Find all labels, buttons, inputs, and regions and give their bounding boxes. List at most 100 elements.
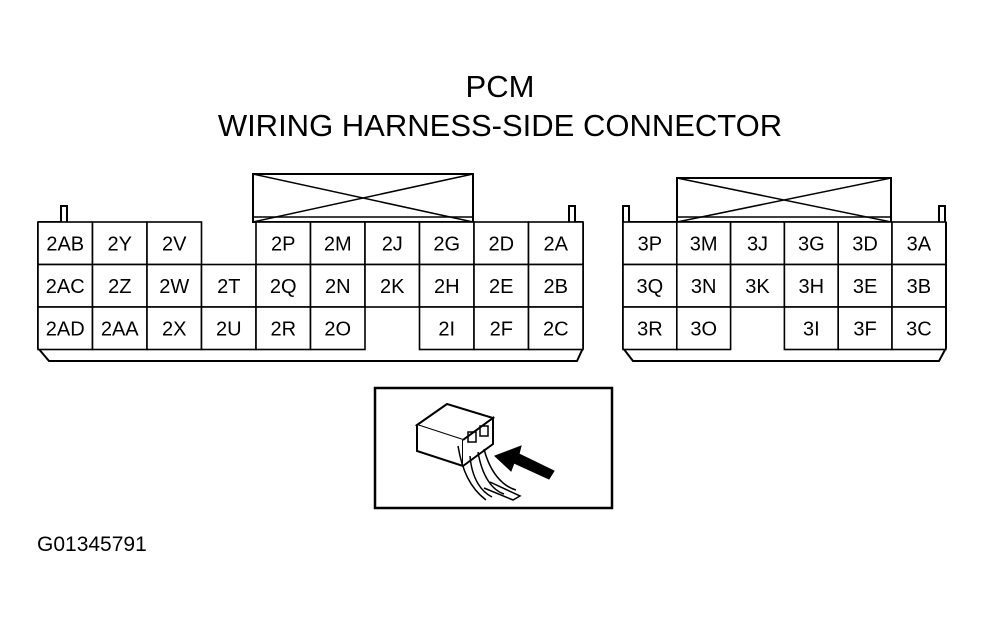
figure-id: G01345791 — [37, 533, 147, 556]
pin-cell — [37, 306, 94, 351]
pin-label: 2T — [217, 276, 240, 298]
diagram-subtitle: WIRING HARNESS-SIDE CONNECTOR — [217, 108, 783, 143]
pin-label: 3B — [907, 276, 931, 298]
connector-2-pin-2ac: 2AC — [37, 263, 94, 308]
pin-cell — [675, 221, 732, 266]
pin-label: 3K — [745, 276, 770, 298]
pin-label: 2A — [544, 233, 569, 255]
pin-cell — [783, 263, 840, 308]
pin-cell — [364, 221, 421, 266]
pin-label: 2U — [216, 318, 242, 340]
connector-2-pin-2v: 2V — [146, 221, 203, 266]
connector-3-left-tab — [622, 205, 677, 223]
connector-probe-icon — [373, 386, 614, 510]
connector-2-pin-2z: 2Z — [91, 263, 148, 308]
pin-label: 3R — [637, 318, 663, 340]
pin-label: 2Z — [108, 276, 131, 298]
pin-label: 2M — [324, 233, 352, 255]
connector-3-pin-3j: 3J — [729, 221, 786, 266]
connector-2-pin-2d: 2D — [473, 221, 530, 266]
connector-3-pin-3m: 3M — [675, 221, 732, 266]
connector-2-pin-2r: 2R — [255, 306, 312, 351]
pin-cell — [473, 263, 530, 308]
connector-2-pin-2aa: 2AA — [91, 306, 148, 351]
connector-2-pin-2j: 2J — [364, 221, 421, 266]
pin-label: 2G — [433, 233, 460, 255]
pin-cell — [729, 221, 786, 266]
connector-2-pin-2k: 2K — [364, 263, 421, 308]
pin-label: 2AB — [46, 233, 84, 255]
pin-label: 2H — [434, 276, 460, 298]
pin-label: 2I — [438, 318, 455, 340]
pin-cell — [675, 306, 732, 351]
connector-3-pin-3h: 3H — [783, 263, 840, 308]
connector-3-pin-3a: 3A — [891, 221, 947, 266]
connector-2-pin-2n: 2N — [309, 263, 366, 308]
pin-label: 3P — [638, 233, 662, 255]
pin-label: 2P — [271, 233, 295, 255]
pin-label: 2B — [544, 276, 568, 298]
pin-cell — [891, 221, 947, 266]
pin-label: 2X — [162, 318, 186, 340]
connector-3-pin-3d: 3D — [837, 221, 893, 266]
pin-cell — [309, 263, 366, 308]
connector-2-pin-2w: 2W — [146, 263, 203, 308]
diagram-title: PCM — [465, 69, 535, 104]
pin-label: 2AA — [101, 318, 139, 340]
pin-label: 2N — [325, 276, 351, 298]
connector-2-pin-2ad: 2AD — [37, 306, 94, 351]
pin-label: 2V — [162, 233, 187, 255]
connector-2-pin-2f: 2F — [473, 306, 530, 351]
connector-2-pin-2g: 2G — [418, 221, 475, 266]
pin-label: 2E — [489, 276, 513, 298]
pin-label: 2Q — [270, 276, 297, 298]
connector-2-pin-2t: 2T — [200, 263, 257, 308]
pin-label: 2AC — [46, 276, 85, 298]
pin-label: 3A — [907, 233, 932, 255]
connector-2-pin-2y: 2Y — [91, 221, 148, 266]
pin-label: 3N — [691, 276, 717, 298]
connector-3-pin-3f: 3F — [837, 306, 893, 351]
connector-2-pin-2ab: 2AB — [37, 221, 94, 266]
pin-cell — [622, 306, 678, 351]
connector-2-pin-2x: 2X — [146, 306, 203, 351]
pin-label: 3G — [798, 233, 825, 255]
pin-label: 2C — [543, 318, 569, 340]
pin-label: 3D — [852, 233, 878, 255]
connector-2-pin-2p: 2P — [255, 221, 312, 266]
connector-3-pin-3b: 3B — [891, 263, 947, 308]
pin-label: 2R — [270, 318, 296, 340]
pin-label: 2J — [382, 233, 403, 255]
pin-cell — [200, 306, 257, 351]
connector-2-pin-2m: 2M — [309, 221, 366, 266]
pin-label: 3Q — [637, 276, 664, 298]
inset-frame — [373, 386, 614, 510]
pin-cell — [309, 306, 366, 351]
pin-cell — [91, 306, 148, 351]
pin-cell — [837, 221, 893, 266]
pin-cell — [255, 221, 312, 266]
pin-label: 3I — [803, 318, 820, 340]
connector-2-pin-2b: 2B — [527, 263, 584, 308]
pin-cell — [729, 263, 786, 308]
pin-label: 3M — [690, 233, 718, 255]
connector-3-pin-3k: 3K — [729, 263, 786, 308]
pin-cell — [527, 306, 584, 351]
pin-cell — [418, 306, 475, 351]
connector-2-pin-2o: 2O — [309, 306, 366, 351]
connector-3-pin-3n: 3N — [675, 263, 732, 308]
pin-label: 2F — [490, 318, 513, 340]
pin-label: 3E — [853, 276, 877, 298]
pin-label: 3J — [747, 233, 768, 255]
pin-label: 3O — [690, 318, 717, 340]
connector-2-pin-2i: 2I — [418, 306, 475, 351]
connector-2-pin-2q: 2Q — [255, 263, 312, 308]
connector-2-pin-grid: 2AB 2Y 2V 2P 2M 2J 2G 2D 2A 2AC 2Z 2W 2T 2Q 2N 2K 2H 2E 2B… — [37, 221, 584, 351]
connector-2-left-tab — [38, 205, 68, 223]
pin-cell — [255, 306, 312, 351]
connector-3-pin-3r: 3R — [622, 306, 678, 351]
connector-3-pin-3i: 3I — [783, 306, 840, 351]
connector-2-pin-2u: 2U — [200, 306, 257, 351]
